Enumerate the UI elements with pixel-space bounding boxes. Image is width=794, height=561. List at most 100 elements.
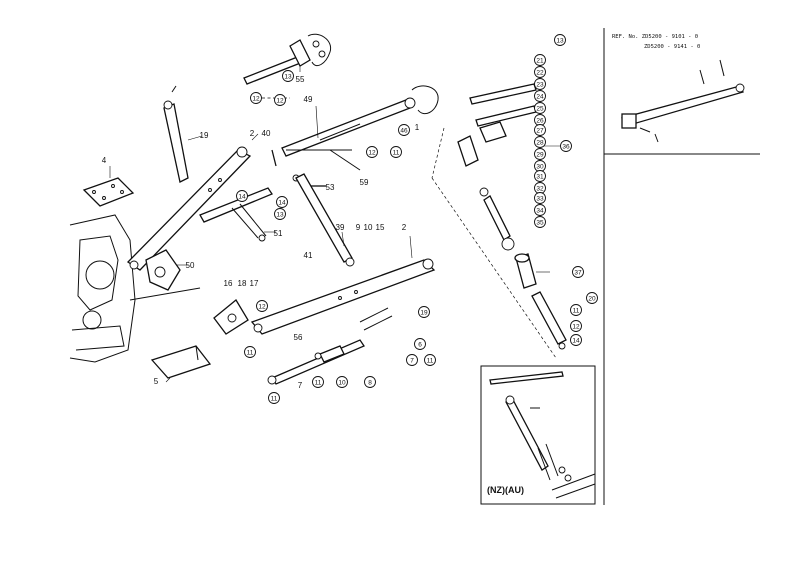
drawbar-sketch bbox=[621, 59, 745, 143]
callout-circle bbox=[268, 392, 280, 404]
tractor-housing bbox=[69, 214, 201, 363]
callout-number: 26 bbox=[536, 117, 544, 124]
inset-title: (NZ)(AU) bbox=[487, 485, 524, 495]
callout-p55: 55 bbox=[296, 75, 305, 84]
callout-number: 21 bbox=[536, 57, 544, 64]
callout-circle bbox=[534, 90, 546, 102]
callout-p18: 18 bbox=[238, 279, 247, 288]
callout-p39: 39 bbox=[336, 223, 345, 232]
callout-number: 12 bbox=[572, 323, 580, 330]
circled-callout-c_mid2: 13 bbox=[274, 208, 286, 220]
callout-number: 12 bbox=[258, 303, 266, 310]
callout-circle bbox=[554, 34, 566, 46]
callout-circle bbox=[418, 306, 430, 318]
callout-number: 11 bbox=[271, 395, 278, 402]
circled-callout-c_rt3: 11 bbox=[390, 146, 402, 158]
callout-number: 36 bbox=[562, 143, 570, 150]
callout-number: 27 bbox=[536, 127, 544, 134]
callout-circle bbox=[534, 204, 546, 216]
callout-p15: 15 bbox=[376, 223, 385, 232]
bracket-50 bbox=[145, 249, 188, 291]
reference-number-alt: ZD5200 - 9141 - 0 bbox=[644, 44, 700, 50]
callout-circle bbox=[282, 70, 294, 82]
callout-p16: 16 bbox=[224, 279, 233, 288]
reference-number: REF. No. ZD5200 - 9101 - 0 bbox=[612, 34, 698, 40]
callout-p51: 51 bbox=[274, 229, 283, 238]
circled-callout-s11: 31 bbox=[534, 170, 546, 182]
callout-circle bbox=[366, 146, 378, 158]
callout-number: 7 bbox=[410, 357, 414, 364]
callout-circle bbox=[534, 124, 546, 136]
circled-callout-s20: 12 bbox=[570, 320, 582, 332]
callout-number: 28 bbox=[536, 139, 544, 146]
lift-rod-39 bbox=[295, 173, 355, 267]
callout-circle bbox=[256, 300, 268, 312]
bracket-5 bbox=[150, 345, 212, 383]
callout-p9: 9 bbox=[356, 223, 361, 232]
assembly-guide bbox=[431, 127, 557, 359]
circled-callout-s8: 28 bbox=[534, 136, 546, 148]
check-chain-turnbuckle bbox=[267, 307, 393, 385]
callout-circle bbox=[274, 208, 286, 220]
callout-p41: 41 bbox=[304, 251, 313, 260]
callout-p49: 49 bbox=[304, 95, 313, 104]
circled-callout-s6: 26 bbox=[534, 114, 546, 126]
circled-callout-s1: 21 bbox=[534, 54, 546, 66]
circled-callout-c_low10: 11 bbox=[424, 354, 436, 366]
callout-p10: 10 bbox=[364, 223, 373, 232]
top-link-55 bbox=[243, 33, 332, 99]
circled-callout-s5: 25 bbox=[534, 102, 546, 114]
callout-circle bbox=[534, 170, 546, 182]
circled-callout-s21: 13 bbox=[554, 34, 566, 46]
circled-callout-s16: 36 bbox=[560, 140, 572, 152]
circled-callout-s14: 34 bbox=[534, 204, 546, 216]
callout-circle bbox=[276, 196, 288, 208]
circled-callout-s4: 24 bbox=[534, 90, 546, 102]
callout-number: 12 bbox=[368, 149, 376, 156]
circled-callout-c_low6: 10 bbox=[336, 376, 348, 388]
callout-number: 12 bbox=[252, 95, 260, 102]
circled-callout-c_low9: 7 bbox=[406, 354, 418, 366]
circled-callout-s19: 11 bbox=[570, 304, 582, 316]
callout-number: 37 bbox=[574, 269, 582, 276]
inset-nz-au: (NZ)(AU) bbox=[480, 365, 596, 505]
callout-number: 10 bbox=[338, 379, 346, 386]
circled-callout-s18: 20 bbox=[586, 292, 598, 304]
circled-callout-c_mid1: 14 bbox=[276, 196, 288, 208]
callout-p1: 1 bbox=[415, 123, 420, 132]
callout-circle bbox=[390, 146, 402, 158]
callout-p50: 50 bbox=[186, 261, 195, 270]
callout-p2b: 2 bbox=[402, 223, 407, 232]
callout-circle bbox=[406, 354, 418, 366]
callout-number: 35 bbox=[536, 219, 544, 226]
callout-circle bbox=[312, 376, 324, 388]
callout-number: 20 bbox=[588, 295, 596, 302]
callout-circle bbox=[570, 320, 582, 332]
callout-number: 13 bbox=[556, 37, 564, 44]
callout-circle bbox=[534, 54, 546, 66]
lower-link-upper bbox=[126, 133, 259, 271]
plate-4 bbox=[82, 166, 135, 207]
circled-callout-s7: 27 bbox=[534, 124, 546, 136]
circled-callout-c_rt2: 12 bbox=[366, 146, 378, 158]
circled-callout-c_top3: 12 bbox=[274, 94, 286, 106]
circled-callout-s10: 30 bbox=[534, 160, 546, 172]
callout-circle bbox=[586, 292, 598, 304]
circled-callout-c_low8: 6 bbox=[414, 338, 426, 350]
circled-callout-c_top2: 12 bbox=[250, 92, 262, 104]
callout-number: 11 bbox=[573, 307, 580, 314]
callout-circle bbox=[570, 334, 582, 346]
callout-circle bbox=[534, 148, 546, 160]
callout-number: 14 bbox=[238, 193, 246, 200]
callout-circle bbox=[336, 376, 348, 388]
callout-number: 33 bbox=[536, 195, 544, 202]
callout-number: 11 bbox=[315, 379, 322, 386]
circled-callout-c_low7: 8 bbox=[364, 376, 376, 388]
lift-rod-19 bbox=[163, 85, 203, 183]
reference-panel: REF. No. ZD5200 - 9101 - 0 ZD5200 - 9141… bbox=[603, 28, 760, 505]
callout-p40: 40 bbox=[262, 129, 271, 138]
callout-p4: 4 bbox=[102, 156, 107, 165]
